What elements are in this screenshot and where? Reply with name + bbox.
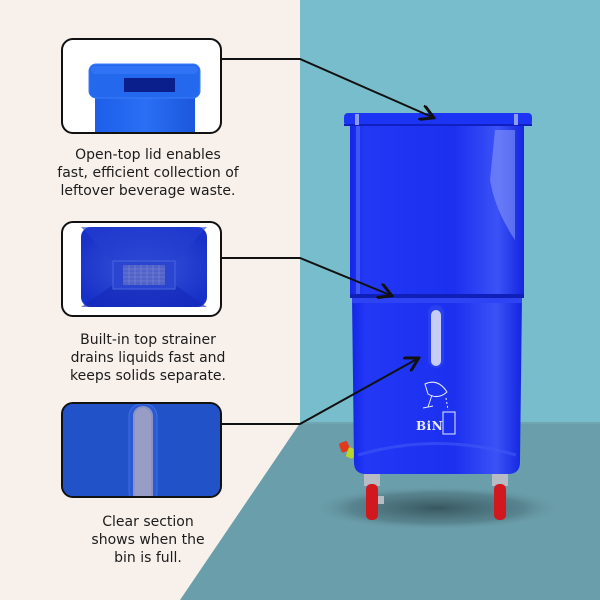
clear-section-caption: Clear section shows when the bin is full…	[30, 513, 266, 567]
bin-logo-text: BiN	[416, 419, 444, 433]
strainer-illustration	[81, 227, 207, 307]
cocktail-glass-pouring-into-cup-icon	[422, 381, 456, 435]
lid-caption: Open-top lid enables fast, efficient col…	[30, 146, 266, 200]
lid-closeup-image	[61, 38, 222, 134]
caption-line: Clear section	[102, 514, 194, 530]
caption-line: shows when the	[91, 532, 205, 548]
strainer-caption: Built-in top strainer drains liquids fas…	[30, 331, 266, 385]
caption-line: fast, efficient collection of	[57, 165, 239, 181]
strainer-topdown-image	[61, 221, 222, 317]
brake-pedal-icon	[339, 441, 356, 459]
caption-line: Open-top lid enables	[75, 147, 221, 163]
clear-level-window	[428, 305, 444, 368]
clear-window-closeup-image	[61, 402, 222, 498]
caster-wheel-left-icon	[364, 474, 384, 520]
feature-callouts-panel: Open-top lid enables fast, efficient col…	[30, 38, 266, 567]
caption-line: leftover beverage waste.	[60, 183, 236, 199]
lid-closeup-illustration	[88, 63, 201, 132]
caption-line: keeps solids separate.	[70, 368, 226, 384]
caster-wheel-right-icon	[492, 474, 508, 520]
caption-line: Built-in top strainer	[80, 332, 216, 348]
clear-window-illustration	[63, 404, 220, 496]
caption-line: bin is full.	[114, 550, 182, 566]
caption-line: drains liquids fast and	[70, 350, 226, 366]
